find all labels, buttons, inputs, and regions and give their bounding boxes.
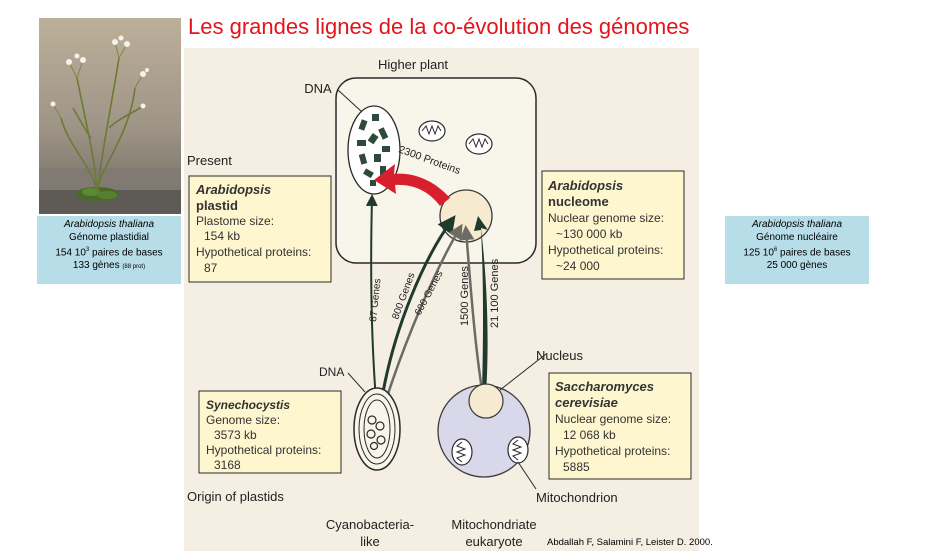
- dna-label-top: DNA: [304, 81, 332, 96]
- nucleome-info-box: [541, 170, 685, 280]
- slide-title: Les grandes lignes de la co-évolution de…: [188, 14, 690, 39]
- yeast-nucleus: [468, 383, 504, 419]
- synechocystis-box-line: Hypothetical proteins:: [206, 443, 321, 457]
- arrow-1500-genes: [459, 225, 484, 391]
- saccharomyces-box-value: 5885: [563, 460, 590, 474]
- plant-mitochondrion: [418, 120, 446, 142]
- caption-gene-count: 25 000 gènes: [766, 259, 828, 271]
- saccharomyces-box-value: 12 068 kb: [563, 428, 616, 442]
- genes-21100-label: 21 100 Genes: [489, 258, 501, 328]
- present-label: Present: [187, 153, 232, 168]
- plastid-dna: [357, 114, 390, 186]
- caption-genome-size: 154 103 paires de bases: [55, 247, 163, 259]
- saccharomyces-box-line: Nuclear genome size:: [555, 412, 671, 426]
- cyanobacteria-label: Cyanobacteria-: [326, 517, 414, 532]
- synechocystis-box-line: Genome size:: [206, 413, 280, 427]
- dna-label-bottom: DNA: [319, 365, 344, 379]
- mitochondriate-eukaryote-label-line2: eukaryote: [465, 534, 522, 549]
- synechocystis-box-value: 3573 kb: [214, 428, 257, 442]
- protein-transfer-arrow: [374, 164, 450, 206]
- arrow-21100-genes: [474, 216, 488, 394]
- arrow-600-genes: [384, 223, 463, 401]
- synechocystis-info-box: [198, 390, 342, 474]
- saccharomyces-box-subtitle: cerevisiae: [555, 395, 618, 410]
- mitochondriate-eukaryote-label: Mitochondriate: [451, 517, 536, 532]
- arrow-800-genes: [380, 215, 456, 399]
- nuclear-genome-caption: Arabidopsis thaliana Génome nucléaire 12…: [725, 216, 869, 284]
- citation: Abdallah F, Salamini F, Leister D. 2000.: [547, 537, 713, 548]
- plastid-box-title: Arabidopsis: [195, 182, 271, 197]
- nucleome-box-title: Arabidopsis: [547, 178, 623, 193]
- synechocystis-box-title: Synechocystis: [206, 398, 290, 412]
- mitochondrion-label: Mitochondrion: [536, 490, 618, 505]
- genome-coevolution-figure: Higher plant DNA Present 2300 Proteins A…: [184, 48, 699, 551]
- plastid-box-value: 87: [204, 261, 218, 275]
- caption-gene-count: 133 gènes (88 prot): [72, 259, 146, 271]
- caption-genome-size: 125 106 paires de bases: [743, 247, 851, 259]
- nucleome-box-value: ~130 000 kb: [556, 227, 623, 241]
- yeast-mitochondrion: [451, 438, 473, 466]
- plastid-box-line: Hypothetical proteins:: [196, 245, 311, 259]
- cyanobacteria-label-line2: like: [360, 534, 380, 549]
- plastid-genome-caption: Arabidopsis thaliana Génome plastidial 1…: [37, 216, 181, 284]
- plastid-box-subtitle: plastid: [196, 198, 238, 213]
- arabidopsis-plant-photo: [39, 18, 181, 214]
- origin-of-plastids-label: Origin of plastids: [187, 489, 284, 504]
- nucleome-box-line: Nuclear genome size:: [548, 211, 664, 225]
- genes-1500-label: 1500 Genes: [459, 266, 471, 326]
- plastid-box-line: Plastome size:: [196, 214, 274, 228]
- saccharomyces-info-box: [548, 372, 692, 480]
- nucleome-box-value: ~24 000: [556, 259, 600, 273]
- caption-genome-type: Génome nucléaire: [756, 231, 838, 243]
- caption-genome-type: Génome plastidial: [68, 231, 150, 243]
- saccharomyces-box-title: Saccharomyces: [555, 379, 654, 394]
- higher-plant-label: Higher plant: [378, 57, 448, 72]
- nucleome-box-subtitle: nucleome: [548, 194, 609, 209]
- saccharomyces-box-line: Hypothetical proteins:: [555, 444, 670, 458]
- caption-species: Arabidopsis thaliana: [63, 219, 155, 230]
- synechocystis-box-value: 3168: [214, 458, 241, 472]
- cyanobacterium-dna: [366, 415, 386, 451]
- plastid-info-box: [188, 175, 332, 283]
- genes-87-label: 87 Genes: [368, 278, 383, 322]
- caption-species: Arabidopsis thaliana: [751, 219, 843, 230]
- plastid-box-value: 154 kb: [204, 229, 240, 243]
- nucleus-label: Nucleus: [536, 348, 583, 363]
- nucleome-box-line: Hypothetical proteins:: [548, 243, 663, 257]
- plant-mitochondrion: [465, 133, 493, 155]
- yeast-mitochondrion: [507, 436, 529, 464]
- arrow-87-genes: [365, 194, 378, 401]
